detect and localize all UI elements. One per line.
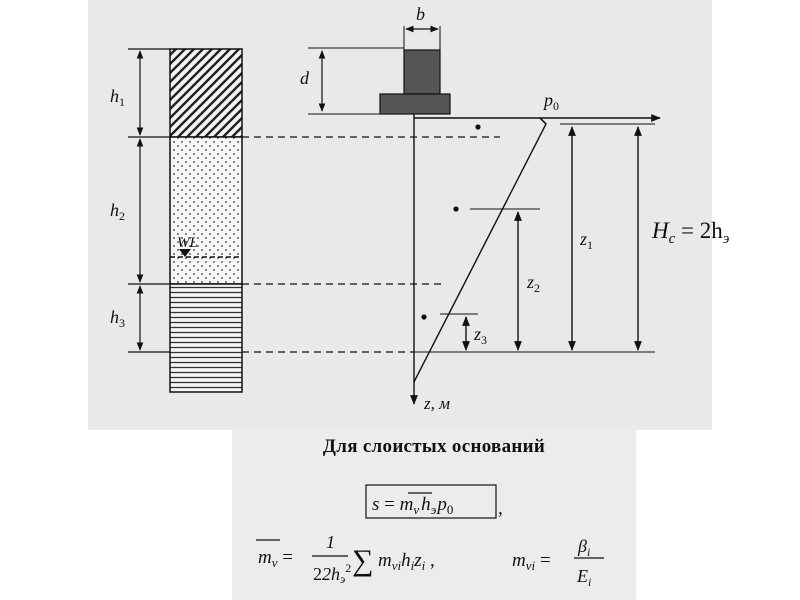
water-level-marker: [179, 249, 191, 257]
scanned-formula-background: [232, 430, 636, 600]
label-z1: z1: [579, 229, 593, 252]
label-z2: z2: [526, 272, 540, 295]
section-caption: Для слоистых оснований: [322, 436, 546, 457]
soil-layer-3: [169, 283, 243, 393]
svg-text:βi: βi: [577, 536, 590, 559]
formula-frame: [365, 484, 497, 519]
label-d: d: [300, 68, 310, 88]
label-h2: h2: [110, 200, 125, 223]
svg-text:mvihizi ,: mvihizi ,: [378, 550, 435, 573]
svg-text:22hэ2: 22hэ2: [313, 561, 351, 586]
footing-slab: [379, 93, 451, 115]
formula-average-coefficient: mv = 1 22hэ2 ∑ mvihizi ,: [256, 532, 435, 586]
formula-layer-coefficient: mvi = βi Ei: [512, 536, 604, 589]
svg-text:mvi =: mvi =: [512, 550, 551, 573]
layer-boundaries: [242, 136, 500, 353]
svg-text:Ei: Ei: [576, 566, 591, 589]
soil-layer-2: [169, 136, 243, 285]
label-z3: z3: [473, 324, 487, 347]
diagram-labels: h1 h2 h3 WL b d p0 z1 z2 z3 z, м Hc = 2h…: [110, 4, 730, 413]
label-h1: h1: [110, 86, 125, 109]
layer-center-points: [421, 124, 481, 320]
svg-text:mv =: mv =: [258, 547, 293, 570]
label-z-axis: z, м: [423, 394, 450, 413]
svg-text:,: ,: [498, 498, 503, 519]
soil-column: [169, 48, 243, 393]
footing: [308, 25, 451, 115]
label-h3: h3: [110, 307, 125, 330]
soil-layer-1: [169, 48, 243, 138]
label-hc-equation: Hc = 2hэ: [651, 218, 730, 247]
layer-dimensions: [128, 48, 170, 353]
svg-text:1: 1: [326, 532, 335, 552]
label-b: b: [416, 4, 425, 24]
label-p0: p0: [542, 90, 559, 113]
label-wl: WL: [177, 235, 198, 251]
footing-column: [403, 49, 441, 95]
stress-diagram: [410, 114, 661, 405]
svg-text:∑: ∑: [352, 544, 373, 577]
